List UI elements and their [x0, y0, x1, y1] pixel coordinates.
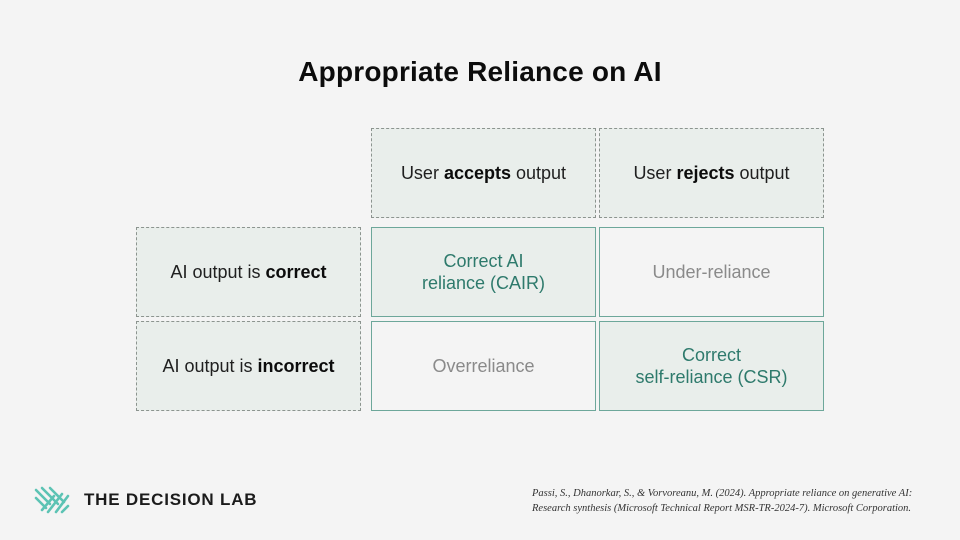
cell-correct-self-reliance: Correct self-reliance (CSR)	[599, 321, 824, 411]
row-header-correct-pre: AI output is	[170, 262, 266, 282]
cell-correct-ai-reliance-line1: Correct AI	[443, 251, 524, 271]
citation-line-1: Passi, S., Dhanorkar, S., & Vorvoreanu, …	[532, 488, 913, 499]
col-header-accepts-post: output	[511, 163, 567, 183]
row-header-incorrect-pre: AI output is	[162, 356, 258, 376]
cell-correct-ai-reliance-line2: reliance (CAIR)	[421, 273, 546, 293]
col-header-rejects: User rejects output	[599, 128, 824, 218]
citation: Passi, S., Dhanorkar, S., & Vorvoreanu, …	[532, 486, 932, 516]
cell-overreliance: Overreliance	[371, 321, 596, 411]
page-title: Appropriate Reliance on AI	[298, 56, 662, 87]
decision-lab-logo-icon	[34, 486, 70, 514]
cell-correct-self-reliance-line1: Correct	[681, 345, 741, 365]
cell-under-reliance: Under-reliance	[599, 227, 824, 317]
col-header-accepts-pre: User	[400, 163, 444, 183]
col-header-accepts: User accepts output	[371, 128, 596, 218]
col-header-rejects-post: output	[734, 163, 790, 183]
cell-correct-self-reliance-line2: self-reliance (CSR)	[635, 367, 788, 387]
cell-under-reliance-line1: Under-reliance	[652, 262, 771, 282]
col-header-rejects-bold: rejects	[676, 163, 735, 183]
row-header-incorrect-bold: incorrect	[257, 356, 335, 376]
row-header-correct-bold: correct	[265, 262, 327, 282]
brand-logo: THE DECISION LAB	[32, 484, 257, 516]
col-header-accepts-bold: accepts	[443, 163, 511, 183]
brand-name: THE DECISION LAB	[84, 490, 258, 509]
row-header-incorrect: AI output is incorrect	[136, 321, 361, 411]
citation-line-2: Research synthesis (Microsoft Technical …	[532, 503, 912, 514]
cell-overreliance-line1: Overreliance	[432, 356, 535, 376]
row-header-correct: AI output is correct	[136, 227, 361, 317]
col-header-rejects-pre: User	[633, 163, 677, 183]
cell-correct-ai-reliance: Correct AI reliance (CAIR)	[371, 227, 596, 317]
